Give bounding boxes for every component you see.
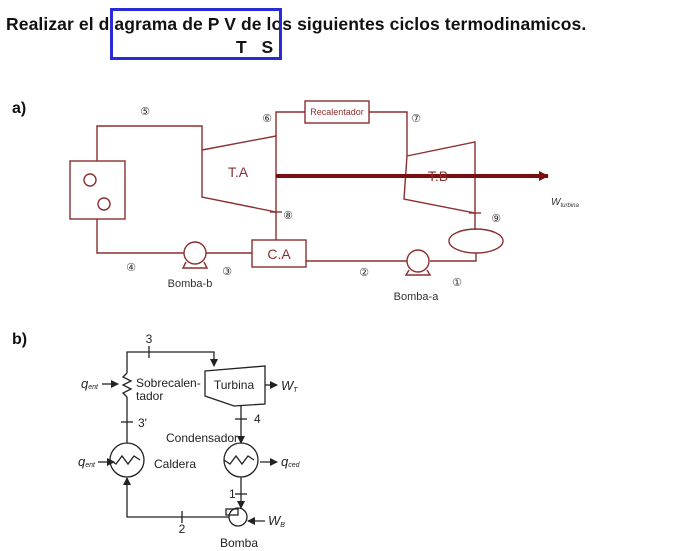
- state-4-b: 4: [254, 412, 261, 426]
- w-turbine-main: W: [281, 378, 295, 393]
- w-pump-label: WB: [268, 513, 285, 529]
- q-in-super-sub: ent: [88, 384, 99, 391]
- w-pump-main: W: [268, 513, 282, 528]
- title-highlighted: diagrama de P V: [98, 14, 236, 34]
- state-6-label: ⑥: [262, 113, 272, 125]
- q-out-main: q: [281, 454, 289, 469]
- q-in-boiler-sub: ent: [85, 462, 96, 469]
- superheater-label-1: Sobrecalen-: [136, 376, 201, 390]
- pump-b-inlet: [225, 508, 239, 516]
- mixing-chamber-label: C.A: [267, 246, 291, 262]
- state-9-label: ⑨: [491, 213, 501, 225]
- turbine-b-shape: [204, 365, 266, 407]
- state-1-b: 1: [229, 487, 236, 501]
- pump-b: [183, 241, 207, 265]
- q-out-sub: ced: [288, 462, 300, 469]
- superheater-coil: [121, 372, 133, 398]
- part-b-label: b): [12, 331, 28, 348]
- title-suffix: de los siguientes ciclos termodinamicos.: [236, 14, 587, 34]
- reheater-label: Recalentador: [310, 107, 364, 117]
- pump-a-label: Bomba-a: [394, 291, 440, 303]
- q-in-boiler-main: q: [78, 454, 86, 469]
- line-7: [369, 111, 408, 156]
- boiler-b-label: Caldera: [154, 457, 196, 471]
- state-8-label: ⑧: [283, 210, 293, 222]
- boiler-a: [69, 160, 126, 220]
- part-a-label: a): [12, 100, 27, 117]
- highlight-box: [110, 8, 282, 60]
- w-turbine-label: WT: [281, 378, 298, 394]
- turbine-b-label: T.B: [428, 168, 448, 184]
- boiler-a-circle-bottom: [97, 197, 111, 211]
- condenser-a: [448, 228, 504, 254]
- line-5: [96, 125, 203, 161]
- state-2-label: ②: [359, 267, 369, 279]
- state-2-b: 2: [179, 522, 186, 536]
- condenser-coil: [223, 454, 255, 466]
- state-3-label: ③: [222, 266, 232, 278]
- turbine-b-label: Turbina: [214, 378, 255, 392]
- diagram-a: [69, 100, 504, 276]
- line-2-b: [123, 477, 229, 518]
- title-prefix: Realizar el: [6, 14, 99, 34]
- q-in-super-main: q: [81, 376, 89, 391]
- state-4-label: ④: [126, 262, 136, 274]
- pump-b-base: [181, 261, 209, 269]
- condenser-b-label: Condensador: [166, 431, 238, 445]
- superheater-label-2: tador: [136, 389, 163, 403]
- turbine-a-label: T.A: [228, 164, 249, 180]
- work-turbine-sub: turbina: [560, 203, 579, 209]
- state-3prime-b: 3': [138, 416, 147, 430]
- state-7-label: ⑦: [411, 113, 421, 125]
- q-in-boiler-label: qent: [78, 454, 96, 469]
- state-5-label: ⑤: [140, 106, 150, 118]
- boiler-coil: [109, 454, 141, 466]
- state-3-b: 3: [146, 332, 153, 346]
- boiler-a-circle-top: [83, 173, 97, 187]
- title-second-line: T S: [236, 37, 274, 57]
- pump-a: [406, 249, 430, 273]
- question-title: Realizar el diagrama de P V de los sigui…: [6, 14, 586, 35]
- w-turbine-sub: T: [293, 387, 298, 394]
- work-turbine-main: W: [551, 197, 562, 208]
- line-3: [126, 351, 218, 373]
- state-1-label: ①: [452, 277, 462, 289]
- work-turbine-label: Wturbina: [551, 197, 579, 209]
- diagram-b: [98, 346, 278, 527]
- line-6: [275, 111, 305, 136]
- w-pump-sub: B: [280, 522, 285, 529]
- line-4: [96, 219, 184, 254]
- q-out-label: qced: [281, 454, 301, 469]
- line-condenser-out: [430, 253, 477, 262]
- pump-b-label: Bomba: [220, 536, 258, 550]
- pump-b-label: Bomba-b: [168, 278, 213, 290]
- pump-a-base: [404, 269, 432, 276]
- q-in-super-label: qent: [81, 376, 99, 391]
